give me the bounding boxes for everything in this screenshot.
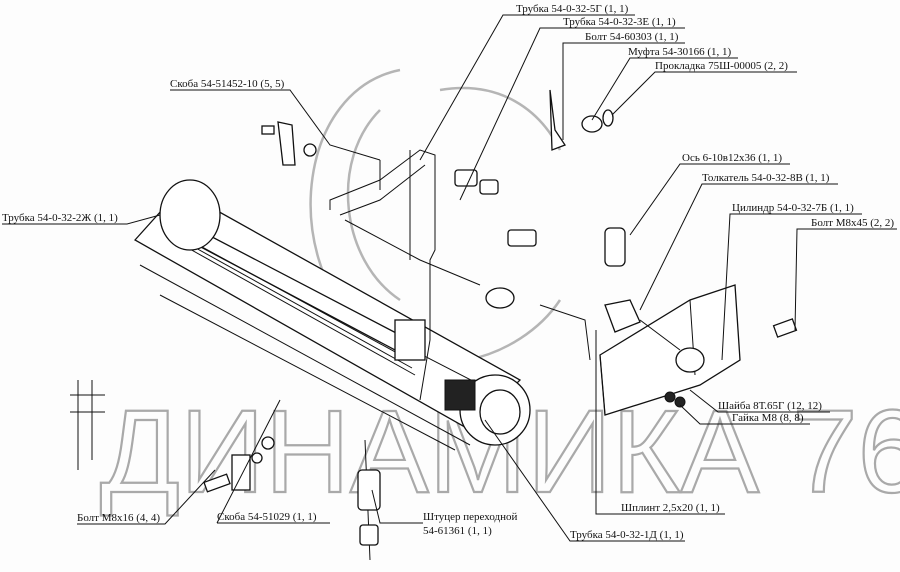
tee-fitting: [454, 169, 478, 187]
label-tube-3e: Трубка 54-0-32-3Е (1, 1): [563, 16, 676, 28]
label-cylinder: Цилиндр 54-0-32-7Б (1, 1): [732, 202, 854, 214]
label-adapter-fitting: Штуцер переходной: [423, 511, 518, 523]
leader-lines: [2, 14, 897, 542]
label-washer: Шайба 8Т.65Г (12, 12): [718, 400, 822, 412]
label-pusher: Толкатель 54-0-32-8В (1, 1): [702, 172, 830, 184]
label-axle: Ось 6-10в12х36 (1, 1): [682, 152, 782, 164]
label-gasket: Прокладка 75Ш-00005 (2, 2): [655, 60, 788, 72]
label-bolt-m8x16: Болт М8х16 (4, 4): [77, 512, 160, 524]
cylinder-assembly: [549, 89, 798, 416]
small-parts-left: [70, 121, 317, 493]
label-bolt-m8x45: Болт М8х45 (2, 2): [811, 217, 894, 229]
label-tube-5g: Трубка 54-0-32-5Г (1, 1): [516, 3, 629, 15]
label-coupling: Муфта 54-30166 (1, 1): [628, 46, 732, 58]
label-bolt-60303: Болт 54-60303 (1, 1): [585, 31, 679, 43]
label-tube-1d: Трубка 54-0-32-1Д (1, 1): [570, 529, 684, 541]
label-adapter-fitting-code: 54-61361 (1, 1): [423, 525, 492, 537]
adapter-fitting-drawing: [357, 469, 381, 511]
label-bracket-51029: Скоба 54-51029 (1, 1): [217, 511, 317, 523]
label-tube-2zh: Трубка 54-0-32-2Ж (1, 1): [2, 212, 118, 224]
brake-piping: [329, 149, 537, 561]
part-labels: Трубка 54-0-32-5Г (1, 1) Трубка 54-0-32-…: [2, 3, 894, 541]
label-bracket-51452: Скоба 54-51452-10 (5, 5): [170, 78, 285, 90]
axle-beam: [133, 179, 531, 451]
label-nut: Гайка М8 (8, 8): [732, 412, 804, 424]
label-cotter-pin: Шплинт 2,5х20 (1, 1): [621, 502, 720, 514]
